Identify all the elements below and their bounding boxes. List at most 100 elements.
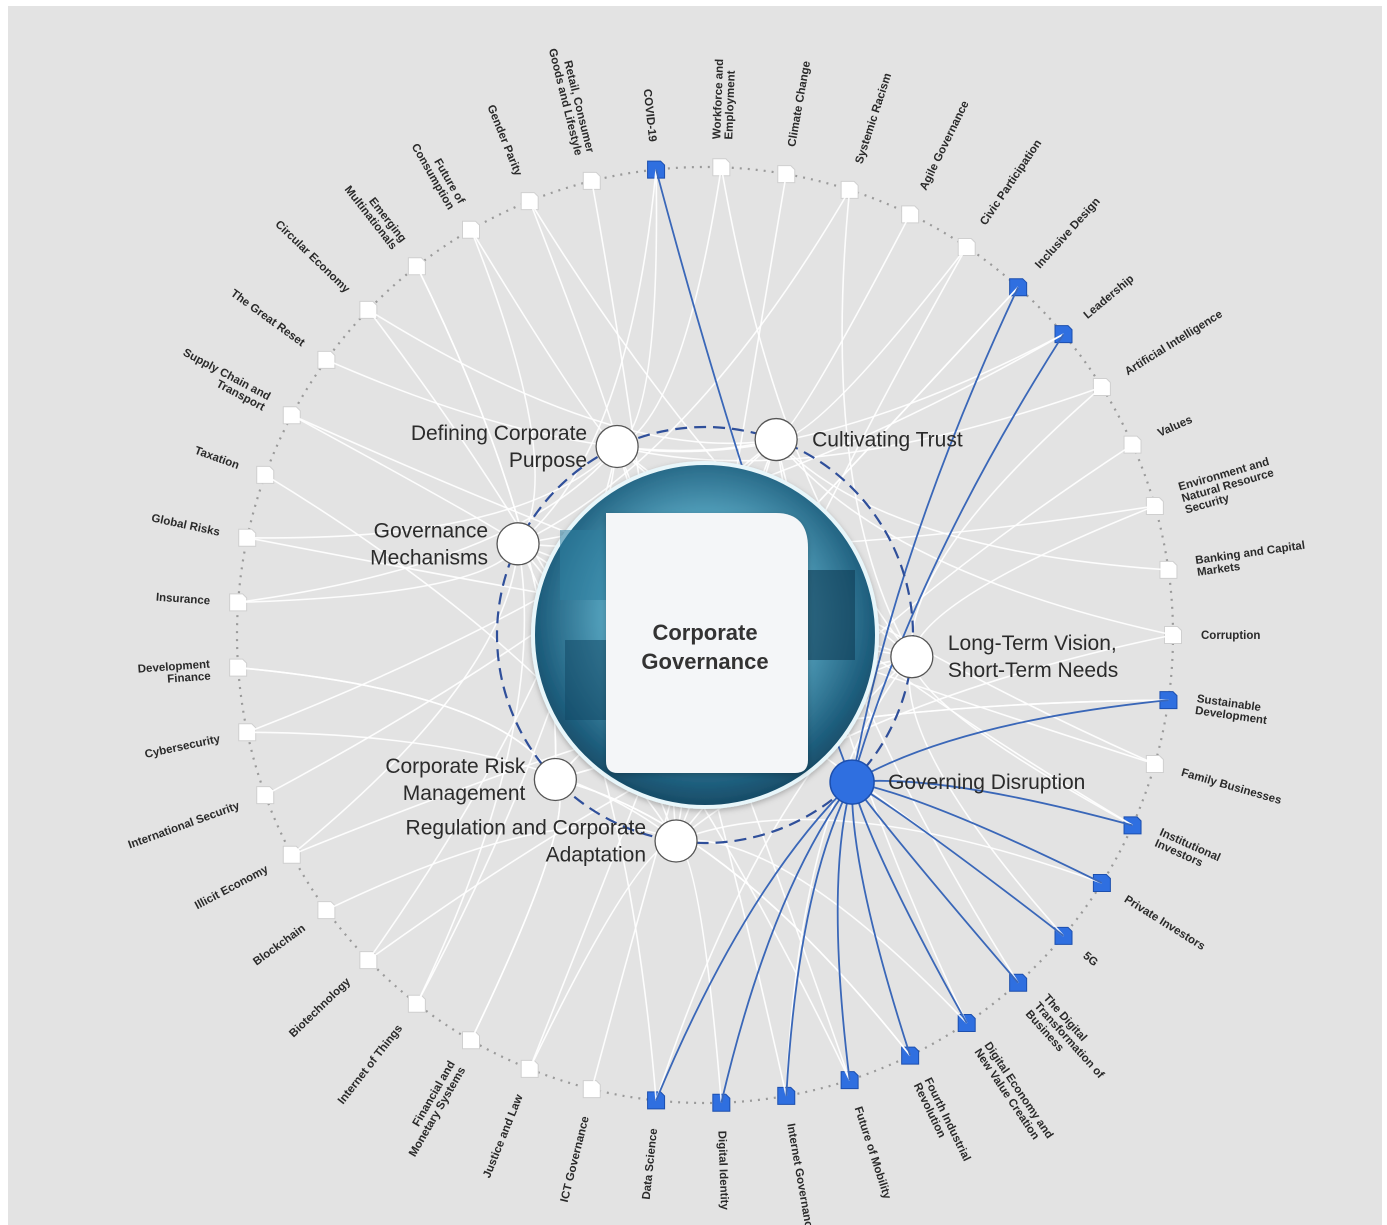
- connection-line: [291, 543, 519, 856]
- inner-node-circle[interactable]: [496, 522, 540, 566]
- outer-node-future-of-consumption[interactable]: [462, 220, 480, 239]
- outer-node-label-line: Agile Governance: [918, 99, 972, 192]
- inner-node-label: Purpose: [509, 449, 587, 472]
- outer-node-label-line: Internet Governance: [784, 1123, 815, 1225]
- connection-line: [908, 656, 1065, 937]
- outer-node-banking-and-capital-markets[interactable]: [1159, 560, 1178, 579]
- outer-node-label: Corruption: [1201, 630, 1260, 642]
- outer-node-icon[interactable]: [462, 220, 480, 239]
- outer-node-private-investors[interactable]: [1092, 874, 1111, 893]
- outer-node-internet-of-things[interactable]: [407, 994, 426, 1013]
- outer-node-emerging-multinationals[interactable]: [407, 257, 426, 276]
- outer-node-icon[interactable]: [520, 192, 539, 211]
- connection-line: [470, 229, 536, 545]
- outer-node-icon[interactable]: [1159, 691, 1178, 710]
- connection-line: [238, 445, 618, 604]
- inner-node-label: Cultivating Trust: [812, 429, 963, 452]
- outer-node-icon[interactable]: [229, 593, 248, 612]
- outer-node-label-line: Digital Identity: [715, 1131, 730, 1211]
- inner-node-circle[interactable]: [533, 757, 578, 802]
- outer-node-financial-and-monetary-systems[interactable]: [462, 1031, 480, 1050]
- inner-node-label: Governance: [374, 519, 488, 542]
- outer-node-icon[interactable]: [1123, 816, 1142, 835]
- highlight-connection-line: [836, 781, 853, 1081]
- inner-node-circle[interactable]: [890, 635, 934, 679]
- outer-node-label: Internet Governance: [784, 1123, 815, 1225]
- inner-node-label: Adaptation: [546, 843, 646, 866]
- connection-line: [367, 309, 777, 445]
- connection-line: [675, 839, 968, 1024]
- outer-node-label-line: Civic Participation: [978, 138, 1044, 228]
- connection-line: [616, 386, 1103, 462]
- outer-node-label-line: Markets: [1196, 561, 1241, 579]
- outer-node-label-line: Justice and Law: [481, 1093, 525, 1180]
- outer-node-sustainable-development[interactable]: [1159, 691, 1178, 710]
- outer-node-icon[interactable]: [1092, 874, 1111, 893]
- outer-node-label: Civic Participation: [978, 138, 1044, 228]
- outer-node-label: Cybersecurity: [144, 733, 222, 761]
- connection-line: [528, 200, 618, 447]
- outer-node-label: Family Businesses: [1180, 767, 1283, 807]
- inner-node-circle[interactable]: [595, 424, 639, 469]
- outer-node-icon[interactable]: [712, 158, 731, 177]
- outer-node-label: Artificial Intelligence: [1123, 308, 1225, 378]
- outer-node-label: Private Investors: [1122, 894, 1207, 953]
- outer-node-label-line: Insurance: [156, 592, 211, 608]
- connection-line: [775, 213, 911, 441]
- inner-node-label: Long-Term Vision,: [948, 632, 1117, 655]
- outer-node-icon[interactable]: [407, 257, 426, 276]
- outer-node-workforce-and-employment[interactable]: [712, 158, 731, 177]
- outer-node-label-line: Finance: [167, 671, 211, 686]
- inner-node-disruption[interactable]: Governing Disruption: [829, 759, 1085, 805]
- outer-node-label-line: Systemic Racism: [854, 72, 895, 166]
- connection-line: [517, 189, 851, 545]
- outer-node-label: Gender Parity: [484, 103, 524, 178]
- highlight-connection-line: [851, 333, 1065, 783]
- connection-line: [616, 169, 658, 448]
- inner-node-circle[interactable]: [654, 819, 698, 863]
- outer-node-icon[interactable]: [1159, 560, 1178, 579]
- outer-node-gender-parity[interactable]: [520, 192, 539, 211]
- inner-node-circle[interactable]: [829, 759, 875, 805]
- outer-node-icon[interactable]: [462, 1031, 480, 1050]
- outer-node-label-line: Illicit Economy: [193, 863, 271, 912]
- inner-node-trust[interactable]: Cultivating Trust: [754, 417, 963, 462]
- connection-line: [247, 731, 677, 842]
- outer-node-label: Justice and Law: [481, 1093, 525, 1180]
- outer-node-development-finance[interactable]: [229, 658, 248, 677]
- outer-node-label: Climate Change: [786, 60, 813, 148]
- outer-node-agile-governance[interactable]: [901, 205, 920, 224]
- center-hub[interactable]: Corporate Governance: [531, 461, 879, 809]
- highlight-connection-line: [785, 781, 853, 1096]
- outer-node-label-line: Private Investors: [1122, 894, 1207, 953]
- inner-node-label: Governing Disruption: [888, 771, 1085, 794]
- outer-node-icon[interactable]: [407, 994, 426, 1013]
- inner-node-vision[interactable]: Long-Term Vision,Short-Term Needs: [890, 632, 1118, 682]
- outer-node-icon[interactable]: [229, 658, 248, 677]
- outer-node-label-line: Corruption: [1201, 630, 1260, 642]
- outer-node-label-line: Leadership: [1082, 273, 1137, 322]
- inner-node-label: Corporate Risk: [385, 755, 526, 778]
- outer-node-label: Global Risks: [150, 512, 221, 538]
- outer-node-label-line: Digital Economy and: [982, 1040, 1056, 1141]
- center-title-line1: Corporate: [652, 620, 757, 645]
- outer-node-label: Systemic Racism: [854, 72, 895, 166]
- outer-node-icon[interactable]: [901, 205, 920, 224]
- outer-node-institutional-investors[interactable]: [1123, 816, 1142, 835]
- outer-node-insurance[interactable]: [229, 593, 248, 612]
- inner-node-circle[interactable]: [754, 417, 798, 462]
- inner-node-label: Regulation and Corporate: [406, 816, 647, 839]
- outer-node-label: COVID-19: [641, 88, 658, 142]
- outer-node-label: Insurance: [156, 592, 211, 608]
